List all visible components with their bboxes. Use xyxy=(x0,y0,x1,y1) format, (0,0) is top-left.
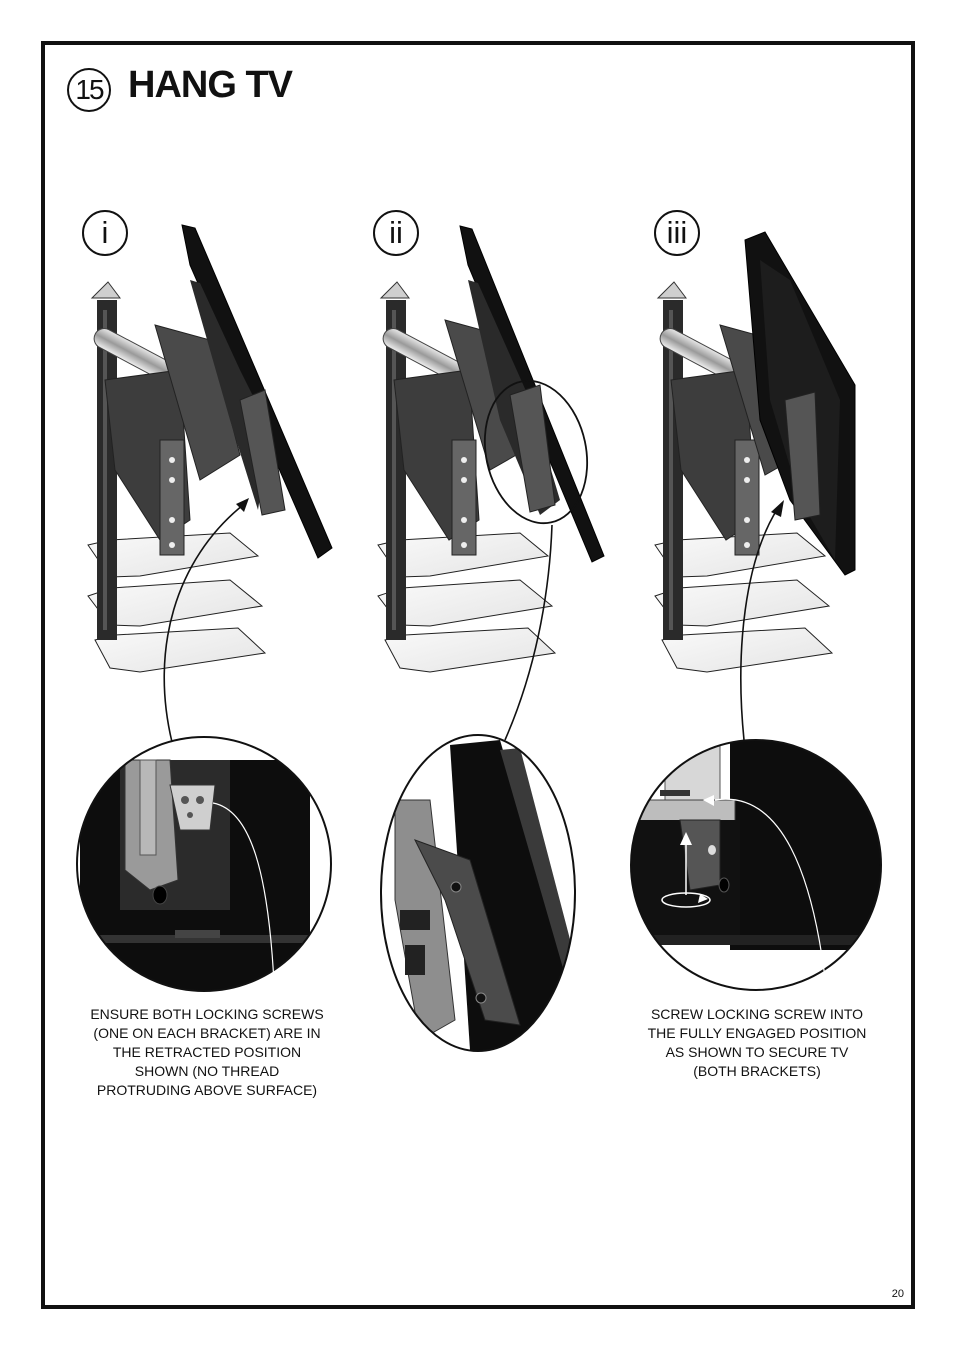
stand-drawing-ii xyxy=(377,225,605,673)
detail-circle-engaged xyxy=(630,739,882,1006)
page-border xyxy=(41,41,915,1309)
page-number: 20 xyxy=(891,1288,904,1300)
step-number-badge: 15 xyxy=(67,68,111,112)
stand-drawing-i xyxy=(87,224,333,673)
panel-ii-badge: ii xyxy=(373,210,419,256)
panel-iii-badge: iii xyxy=(654,210,700,256)
stand-drawing-iii xyxy=(654,231,856,673)
note-engage-screw: SCREW LOCKING SCREW INTO THE FULLY ENGAG… xyxy=(647,1006,867,1079)
note-retracted-screws: ENSURE BOTH LOCKING SCREWS (ONE ON EACH … xyxy=(90,1006,324,1098)
detail-circle-hang xyxy=(380,734,576,1052)
detail-circle-retracted xyxy=(76,736,332,1006)
step-title: HANG TV xyxy=(128,64,293,106)
panel-i-badge: i xyxy=(82,210,128,256)
